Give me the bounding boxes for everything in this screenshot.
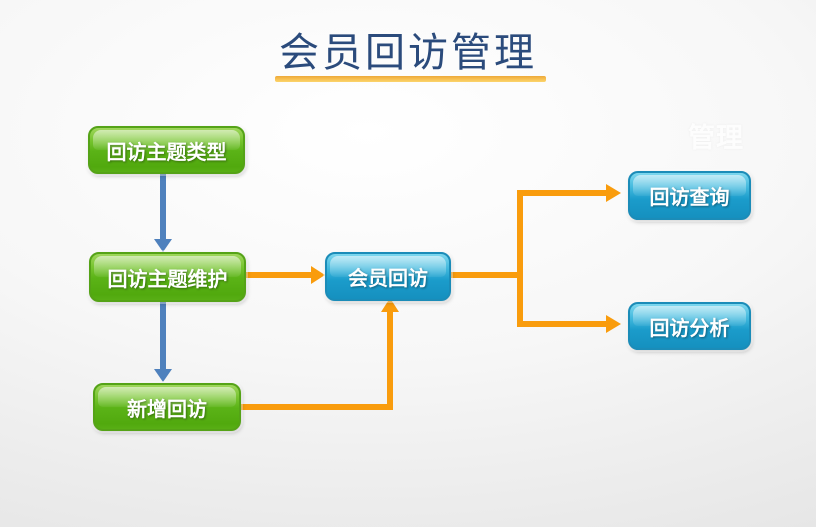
connector-to-query-line — [517, 190, 606, 196]
node-label: 回访主题类型 — [106, 141, 227, 164]
connector-split-vline — [517, 190, 523, 327]
connector-member-out-line — [448, 272, 520, 278]
node-add-visit: 新增回访 — [93, 383, 241, 431]
ghost-watermark: 管理 — [688, 123, 744, 153]
node-member-visit: 会员回访 — [325, 252, 451, 301]
connector-add-to-member-hline — [237, 404, 393, 410]
connector-add-to-member-vline — [387, 312, 393, 410]
arrow-right-icon — [311, 266, 325, 284]
node-label: 回访主题维护 — [107, 268, 228, 291]
connector-maintain-to-member-line — [243, 272, 311, 278]
node-label: 回访分析 — [649, 317, 730, 340]
title-underline — [275, 76, 546, 82]
page-title: 会员回访管理 — [279, 30, 537, 75]
arrow-down-icon — [154, 369, 172, 382]
node-topic-maintain: 回访主题维护 — [89, 252, 246, 302]
node-visit-analysis: 回访分析 — [628, 302, 751, 350]
node-label: 回访查询 — [649, 187, 730, 209]
node-visit-query: 回访查询 — [628, 171, 751, 220]
arrow-up-icon — [381, 298, 399, 312]
connector-maintain-to-add-line — [160, 299, 166, 369]
connector-to-analysis-line — [517, 321, 606, 327]
arrow-right-icon — [606, 184, 621, 202]
node-label: 会员回访 — [348, 268, 428, 290]
node-topic-type: 回访主题类型 — [88, 126, 245, 174]
node-label: 新增回访 — [127, 398, 207, 421]
arrow-right-icon — [606, 315, 621, 333]
connector-type-to-maintain-line — [160, 172, 166, 239]
arrow-down-icon — [154, 239, 172, 252]
